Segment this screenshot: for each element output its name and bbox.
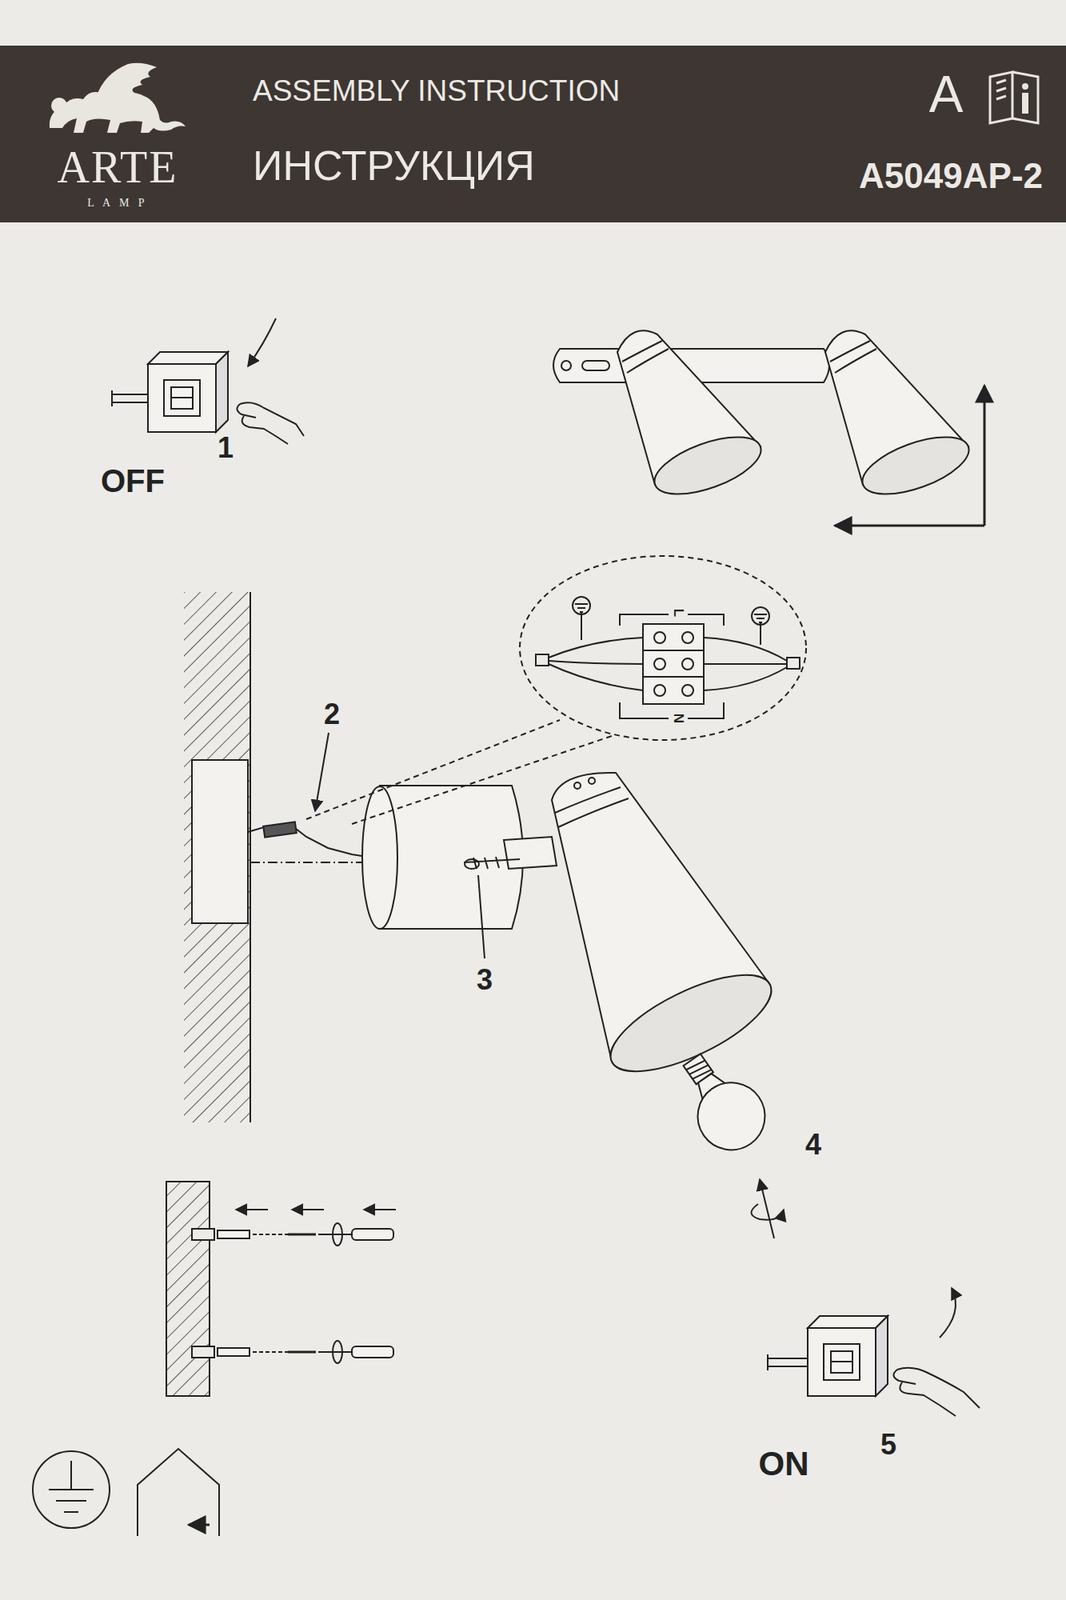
wall-mount <box>166 1181 396 1396</box>
leader-3 <box>478 874 485 959</box>
switch-off <box>111 318 304 444</box>
header-band <box>0 45 1066 223</box>
header-band: ARTE L A M P ASSEMBLY INSTRUCTION ИНСТРУКЦИ… <box>0 45 1066 223</box>
callout-label: 1 <box>215 432 236 464</box>
callout-label: ON <box>757 1445 811 1482</box>
logo-lion <box>49 63 186 133</box>
wiring-detail <box>306 555 807 824</box>
rotate-arrow <box>750 1178 784 1238</box>
header-text: ARTE <box>57 144 179 190</box>
callout-label: OFF <box>99 463 167 498</box>
callout-label: 4 <box>803 1129 823 1160</box>
indoor-symbol <box>137 1448 220 1536</box>
lamp-side-view <box>362 772 784 1090</box>
callout-label: 5 <box>878 1429 899 1460</box>
header-text: L A M P <box>87 197 148 209</box>
wire-connector <box>247 821 363 856</box>
info-book-icon-i <box>1022 83 1029 114</box>
lamp-overview <box>553 330 985 526</box>
header-text: ИНСТРУКЦИЯ <box>252 144 535 187</box>
ground-symbol <box>32 1450 110 1528</box>
info-book-icon <box>990 71 1039 124</box>
callout-label: 2 <box>322 698 342 730</box>
bulb <box>664 1040 779 1163</box>
terminal-label: N <box>670 711 687 725</box>
header-text: A <box>929 68 964 120</box>
switch-on <box>767 1287 980 1416</box>
header-text: A5049AP-2 <box>858 158 1043 194</box>
wall-section <box>183 591 251 1122</box>
terminal-label: L <box>670 606 687 619</box>
leader-2 <box>315 732 329 811</box>
header-text: ASSEMBLY INSTRUCTION <box>252 75 620 106</box>
callout-label: 3 <box>475 964 495 995</box>
